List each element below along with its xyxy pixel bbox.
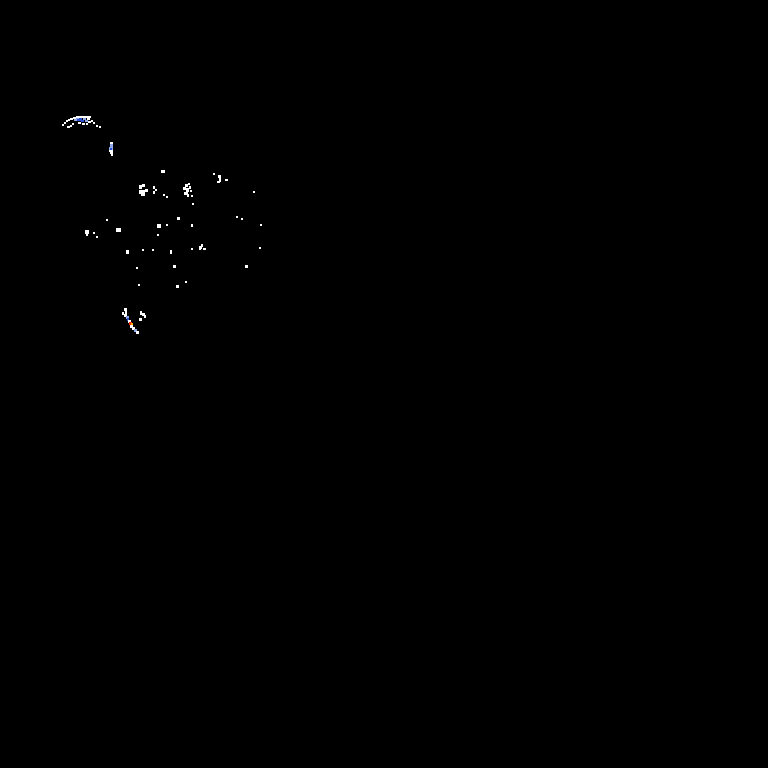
radar-reflectivity-canvas xyxy=(0,0,768,768)
radar-display-panel xyxy=(0,0,768,768)
